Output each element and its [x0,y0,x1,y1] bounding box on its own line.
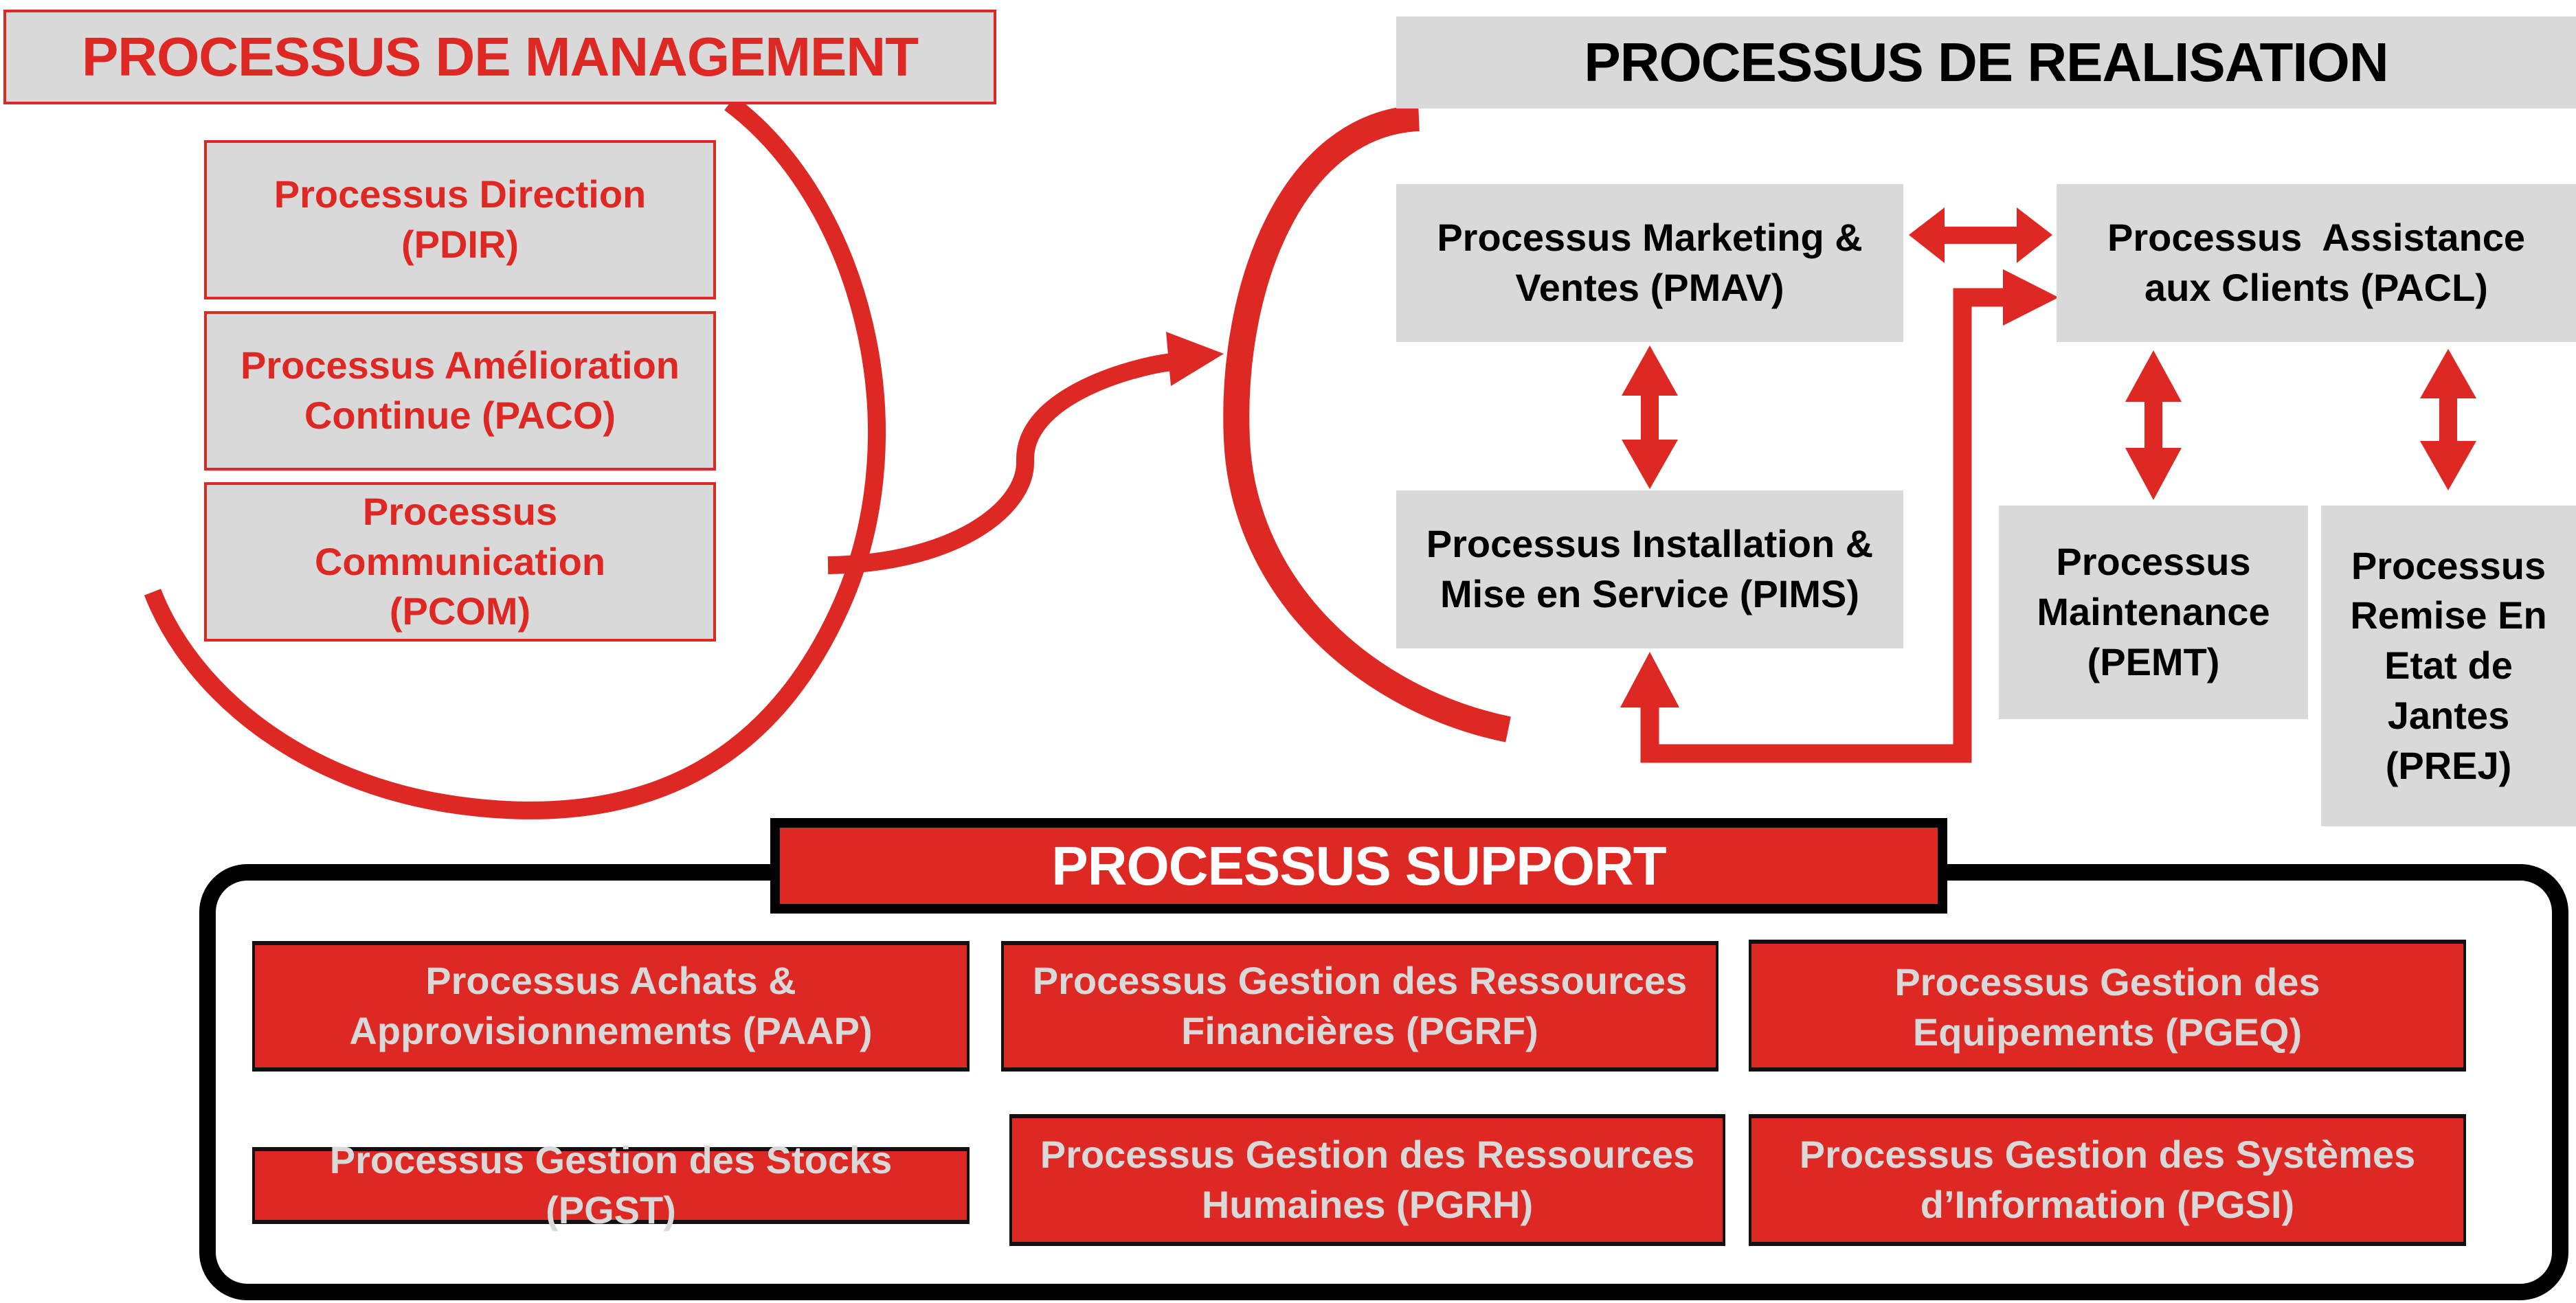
realisation-title: PROCESSUS DE REALISATION [1584,32,2388,93]
process-box-pcom[interactable]: Processus Communication (PCOM) [204,482,716,642]
process-label: Processus Installation & Mise en Service… [1426,522,1874,615]
process-label: Processus Direction (PDIR) [273,172,647,266]
pmav-pims-double-arrow [1622,345,1678,489]
process-box-pmav[interactable]: Processus Marketing & Ventes (PMAV) [1396,184,1903,342]
realisation-header: PROCESSUS DE REALISATION [1396,16,2576,109]
process-label: Processus Amélioration Continue (PACO) [240,343,680,437]
process-box-pdir[interactable]: Processus Direction (PDIR) [204,140,716,299]
process-box-pemt[interactable]: Processus Maintenance (PEMT) [1999,506,2308,719]
process-box-paap[interactable]: Processus Achats & Approvisionnements (P… [252,941,970,1072]
support-title: PROCESSUS SUPPORT [1051,835,1666,896]
management-to-realisation-connector [827,353,1173,574]
pmav-pacl-double-arrow [1909,207,2052,263]
pims-up-arrowhead [1620,652,1679,707]
process-box-pgst[interactable]: Processus Gestion des Stocks (PGST) [252,1138,970,1232]
process-label: Processus Achats & Approvisionnements (P… [349,959,873,1052]
process-label: Processus Communication (PCOM) [314,489,606,633]
process-label: Processus Maintenance (PEMT) [2037,540,2270,683]
process-label: Processus Gestion des Stocks (PGST) [329,1138,893,1232]
process-label: Processus Gestion des Ressources Humaine… [1040,1133,1695,1226]
process-box-pacl[interactable]: Processus Assistance aux Clients (PACL) [2057,184,2576,342]
process-label: Processus Remise En Etat de Jantes (PREJ… [2350,543,2547,787]
process-label: Processus Assistance aux Clients (PACL) [2107,216,2536,309]
process-label: Processus Gestion des Systèmes d’Informa… [1799,1133,2416,1226]
process-label: Processus Marketing & Ventes (PMAV) [1437,216,1863,309]
process-box-pgeq[interactable]: Processus Gestion des Equipements (PGEQ) [1749,940,2466,1072]
management-header: PROCESSUS DE MANAGEMENT [3,10,996,104]
support-header: PROCESSUS SUPPORT [770,818,1947,914]
pacl-prej-double-arrow [2420,349,2476,490]
process-box-prej[interactable]: Processus Remise En Etat de Jantes (PREJ… [2321,506,2576,826]
process-box-pgsi[interactable]: Processus Gestion des Systèmes d’Informa… [1749,1114,2466,1246]
pacl-right-arrowhead [2003,269,2059,326]
process-label: Processus Gestion des Equipements (PGEQ) [1894,960,2320,1054]
management-title: PROCESSUS DE MANAGEMENT [81,26,919,87]
process-box-pgrh[interactable]: Processus Gestion des Ressources Humaine… [1009,1114,1725,1246]
process-label: Processus Gestion des Ressources Financi… [1032,959,1688,1052]
process-box-paco[interactable]: Processus Amélioration Continue (PACO) [204,311,716,471]
pacl-pemt-double-arrow [2125,350,2182,500]
process-box-pgrf[interactable]: Processus Gestion des Ressources Financi… [1001,941,1718,1072]
management-to-realisation-arrowhead [1166,332,1224,386]
process-box-pims[interactable]: Processus Installation & Mise en Service… [1396,490,1903,648]
